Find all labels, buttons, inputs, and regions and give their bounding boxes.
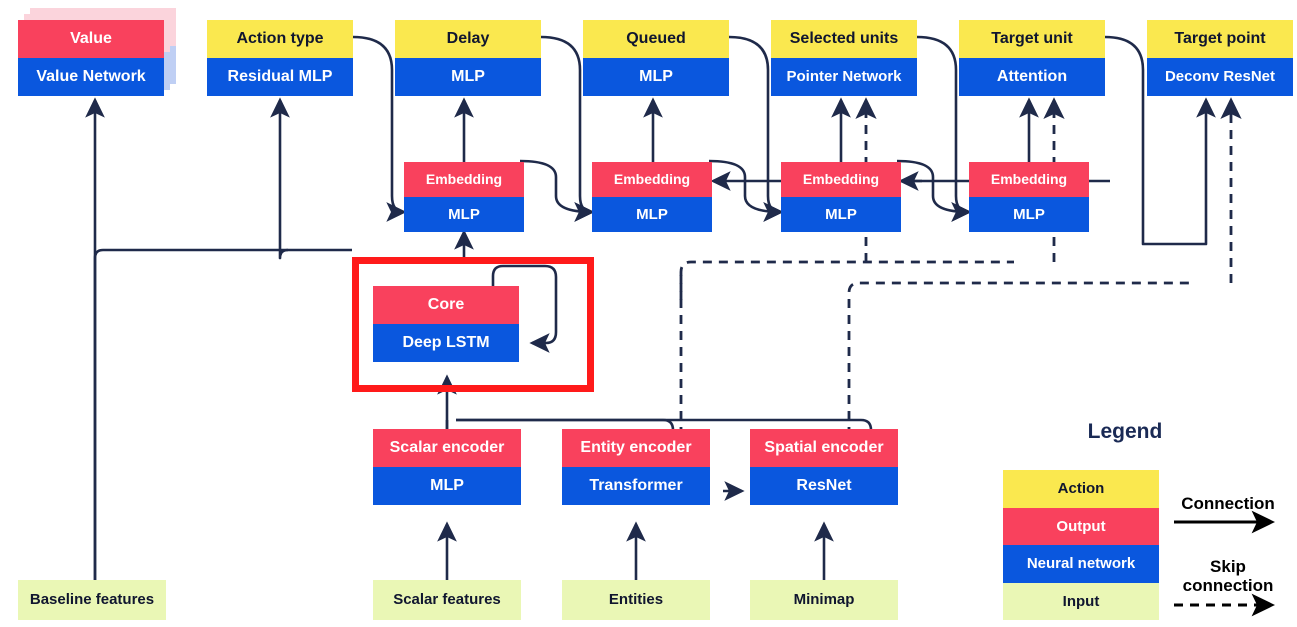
encoder-spatial-output: Spatial encoder	[750, 429, 898, 467]
legend-row-neural-network: Neural network	[1003, 545, 1159, 583]
head-delay[interactable]: Delay MLP	[395, 20, 541, 96]
head-queued[interactable]: Queued MLP	[583, 20, 729, 96]
head-target-unit[interactable]: Target unit Attention	[959, 20, 1105, 96]
legend-label-neural-network: Neural network	[1026, 555, 1136, 573]
head-selected-units[interactable]: Selected units Pointer Network	[771, 20, 917, 96]
legend-skip-label: Skip connection	[1183, 557, 1274, 595]
head-selected-units-label: Selected units	[771, 20, 917, 58]
legend-row-input: Input	[1003, 582, 1159, 620]
head-queued-label: Queued	[583, 20, 729, 58]
input-entities-label: Entities	[562, 580, 710, 620]
encoder-spatial-network: ResNet	[750, 467, 898, 505]
encoder-entity[interactable]: Entity encoder Transformer	[562, 429, 710, 505]
legend-label-action: Action	[1057, 480, 1105, 498]
legend-label-input: Input	[1062, 592, 1100, 610]
head-action-type-label: Action type	[207, 20, 353, 58]
legend-skip-label-text: Skip connection	[1182, 557, 1274, 596]
input-scalar-features[interactable]: Scalar features	[373, 580, 521, 620]
embedding-selected-units[interactable]: Embedding MLP	[969, 162, 1089, 232]
encoder-entity-network: Transformer	[562, 467, 710, 505]
embedding-delay[interactable]: Embedding MLP	[592, 162, 712, 232]
core-network-label: Deep LSTM	[373, 324, 519, 362]
embedding-delay-output: Embedding	[592, 162, 712, 197]
embedding-action-type[interactable]: Embedding MLP	[404, 162, 524, 232]
core-highlight-box	[352, 257, 594, 392]
embedding-action-type-network: MLP	[404, 197, 524, 232]
head-selected-units-network: Pointer Network	[771, 58, 917, 96]
legend-swatches: Action Output Neural network Input	[1003, 470, 1159, 620]
encoder-scalar-network: MLP	[373, 467, 521, 505]
legend-title: Legend	[1087, 420, 1163, 443]
encoder-spatial[interactable]: Spatial encoder ResNet	[750, 429, 898, 505]
head-target-point[interactable]: Target point Deconv ResNet	[1147, 20, 1293, 96]
head-queued-network: MLP	[583, 58, 729, 96]
head-value-output: Value	[18, 20, 164, 58]
head-value-network: Value Network	[18, 58, 164, 96]
head-value[interactable]: Value Value Network	[18, 20, 164, 96]
head-delay-label: Delay	[395, 20, 541, 58]
head-target-unit-network: Attention	[959, 58, 1105, 96]
embedding-delay-network: MLP	[592, 197, 712, 232]
encoder-scalar[interactable]: Scalar encoder MLP	[373, 429, 521, 505]
core-output-label: Core	[373, 286, 519, 324]
input-baseline-features-label: Baseline features	[18, 580, 166, 620]
head-target-unit-label: Target unit	[959, 20, 1105, 58]
embedding-action-type-output: Embedding	[404, 162, 524, 197]
input-scalar-features-label: Scalar features	[373, 580, 521, 620]
legend-row-output: Output	[1003, 507, 1159, 545]
embedding-queued-output: Embedding	[781, 162, 901, 197]
head-target-point-label: Target point	[1147, 20, 1293, 58]
input-minimap-label: Minimap	[750, 580, 898, 620]
head-target-point-network: Deconv ResNet	[1147, 58, 1293, 96]
legend-row-action: Action	[1003, 470, 1159, 508]
embedding-queued-network: MLP	[781, 197, 901, 232]
head-action-type-network: Residual MLP	[207, 58, 353, 96]
head-delay-network: MLP	[395, 58, 541, 96]
legend-label-output: Output	[1056, 517, 1106, 535]
encoder-entity-output: Entity encoder	[562, 429, 710, 467]
encoder-scalar-output: Scalar encoder	[373, 429, 521, 467]
embedding-queued[interactable]: Embedding MLP	[781, 162, 901, 232]
core-block[interactable]: Core Deep LSTM	[373, 286, 519, 362]
legend-connection-label: Connection	[1181, 494, 1275, 513]
head-action-type[interactable]: Action type Residual MLP	[207, 20, 353, 96]
embedding-selected-units-network: MLP	[969, 197, 1089, 232]
input-entities[interactable]: Entities	[562, 580, 710, 620]
input-baseline-features[interactable]: Baseline features	[18, 580, 166, 620]
input-minimap[interactable]: Minimap	[750, 580, 898, 620]
embedding-selected-units-output: Embedding	[969, 162, 1089, 197]
